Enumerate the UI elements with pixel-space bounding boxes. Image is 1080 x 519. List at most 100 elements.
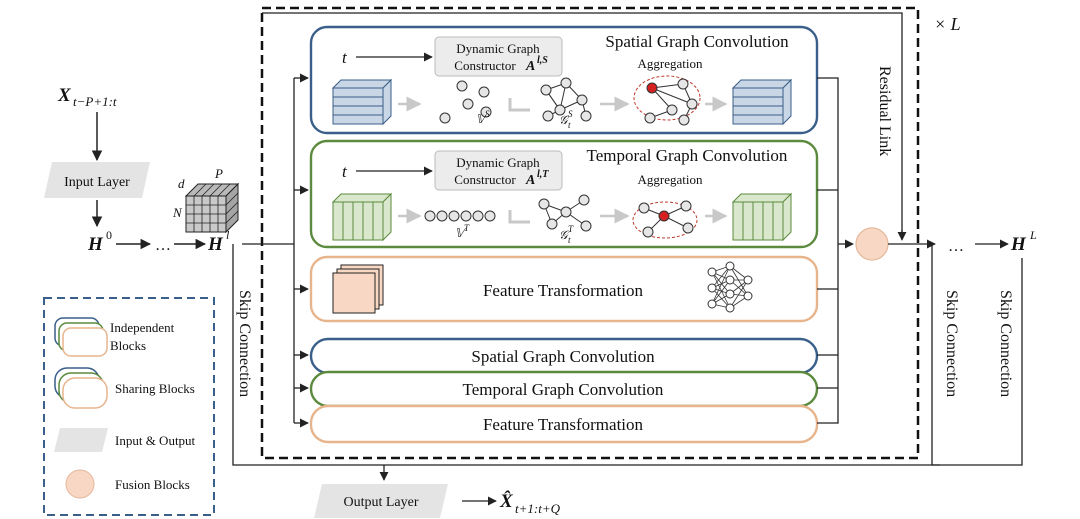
cube-grid-line [209, 183, 223, 197]
nn-node [725, 289, 735, 299]
stack-top [331, 193, 393, 203]
skip-connection-label-left: Skip Connection [236, 290, 253, 397]
spatial-time-input: t [342, 48, 348, 67]
graph-node [666, 104, 678, 116]
nn-node [707, 299, 717, 309]
aggregation-region [632, 201, 698, 239]
nn-node [743, 291, 753, 301]
shared-spatial-label: Spatial Graph Convolution [471, 347, 655, 366]
residual-link-label: Residual Link [876, 66, 893, 156]
cube-grid-line [193, 183, 207, 197]
nn-node [707, 283, 717, 293]
tensor-dim-n: N [172, 205, 183, 220]
construct-arrow [508, 210, 530, 224]
graph-node [642, 226, 654, 238]
legend-io-icon [54, 428, 108, 452]
skip-connection-outer-loop [232, 244, 384, 466]
spatial-constructor-symbol: A [525, 59, 535, 74]
temporal-constructor-line2: Constructor [454, 172, 516, 187]
h0-symbol: H [87, 234, 104, 255]
spatial-constructor-superscript: l,S [537, 55, 548, 66]
legend-independent-line2: Blocks [110, 338, 146, 353]
skip-connection-right-outer [384, 258, 1023, 466]
vertex-node [436, 210, 448, 222]
hl-superscript: l [226, 228, 230, 242]
spatial-aggregation-label: Aggregation [638, 56, 703, 71]
stack-top [731, 79, 793, 89]
spatial-vertex-superscript: S [485, 109, 490, 119]
spatial-block-title: Spatial Graph Convolution [605, 32, 789, 51]
graph-node [538, 198, 550, 210]
vertex-node [484, 210, 496, 222]
graph-node [560, 206, 572, 218]
vertex-node [480, 106, 492, 118]
nn-edge [711, 265, 731, 305]
vertex-node [478, 86, 490, 98]
legend-fusion-icon [65, 469, 95, 499]
shared-feature-block [309, 404, 819, 444]
graph-node [580, 220, 592, 232]
nn-edge [729, 279, 749, 309]
graph-node [576, 94, 588, 106]
merge-line [817, 77, 839, 424]
stack-side [782, 78, 792, 126]
cube-grid-line [201, 183, 215, 197]
temporal-constructor-superscript: l,T [537, 169, 549, 180]
temporal-graph-symbol: 𝒢 [559, 228, 570, 242]
layer-ellipsis-right: … [948, 238, 964, 255]
spatial-vertex-set: 𝕍 [476, 112, 487, 126]
legend-independent-line1: Independent [110, 320, 175, 335]
construct-arrow [508, 98, 530, 112]
graph-node [540, 84, 552, 96]
temporal-vertex-set: 𝕍 [455, 226, 466, 240]
vertex-node [472, 210, 484, 222]
graph-node [644, 112, 656, 124]
shared-temporal-label: Temporal Graph Convolution [463, 380, 664, 399]
graph-node [658, 210, 670, 222]
h0-superscript: 0 [106, 228, 112, 242]
vertex-node [439, 112, 451, 124]
graph-node [554, 104, 566, 116]
fusion-block-node [855, 227, 889, 261]
cube-grid-line [225, 210, 239, 224]
tensor-dim-p: P [214, 166, 223, 181]
stack-side [382, 192, 392, 242]
input-layer-shape [44, 162, 150, 198]
tensor-dim-d: d [178, 176, 185, 191]
nn-edge [711, 265, 731, 289]
tensor-cube-icon [184, 182, 240, 234]
feature-block-title: Feature Transformation [483, 281, 644, 300]
temporal-constructor-symbol: A [525, 173, 535, 188]
layer-ellipsis-left: … [155, 237, 171, 254]
spatial-constructor-line1: Dynamic Graph [456, 41, 540, 56]
repeat-count-label: × L [934, 14, 961, 34]
nn-node [725, 261, 735, 271]
cube-grid-line [225, 192, 239, 206]
stack-front [732, 201, 784, 241]
nn-edge [729, 265, 749, 297]
input-variable-subscript: t−P+1:t [73, 94, 117, 109]
spatial-dynamic-graph-constructor [434, 36, 563, 77]
neural-network-icon [707, 261, 753, 313]
repeated-layer-frame [260, 6, 920, 460]
temporal-graph-superscript: T [568, 224, 574, 234]
spatial-constructor-line2: Constructor [454, 58, 516, 73]
graph-node [677, 78, 689, 90]
graph-node [680, 200, 692, 212]
legend-box [43, 297, 215, 516]
graph-node [682, 222, 694, 234]
nn-edge [711, 279, 731, 305]
vertex-node [462, 98, 474, 110]
stack-side [382, 78, 392, 126]
temporal-vertex-superscript: T [464, 223, 470, 233]
graph-node [646, 82, 658, 94]
spatial-graph-symbol: 𝒢 [559, 113, 570, 127]
skip-connection-label-right-2: Skip Connection [997, 290, 1014, 397]
legend-fusion-label: Fusion Blocks [115, 477, 190, 492]
cube-grid-line [217, 183, 231, 197]
nn-node [743, 275, 753, 285]
aggregation-region [633, 75, 701, 121]
graph-node [560, 77, 572, 89]
graph-node [686, 98, 698, 110]
spatial-graph-superscript: S [568, 109, 573, 119]
